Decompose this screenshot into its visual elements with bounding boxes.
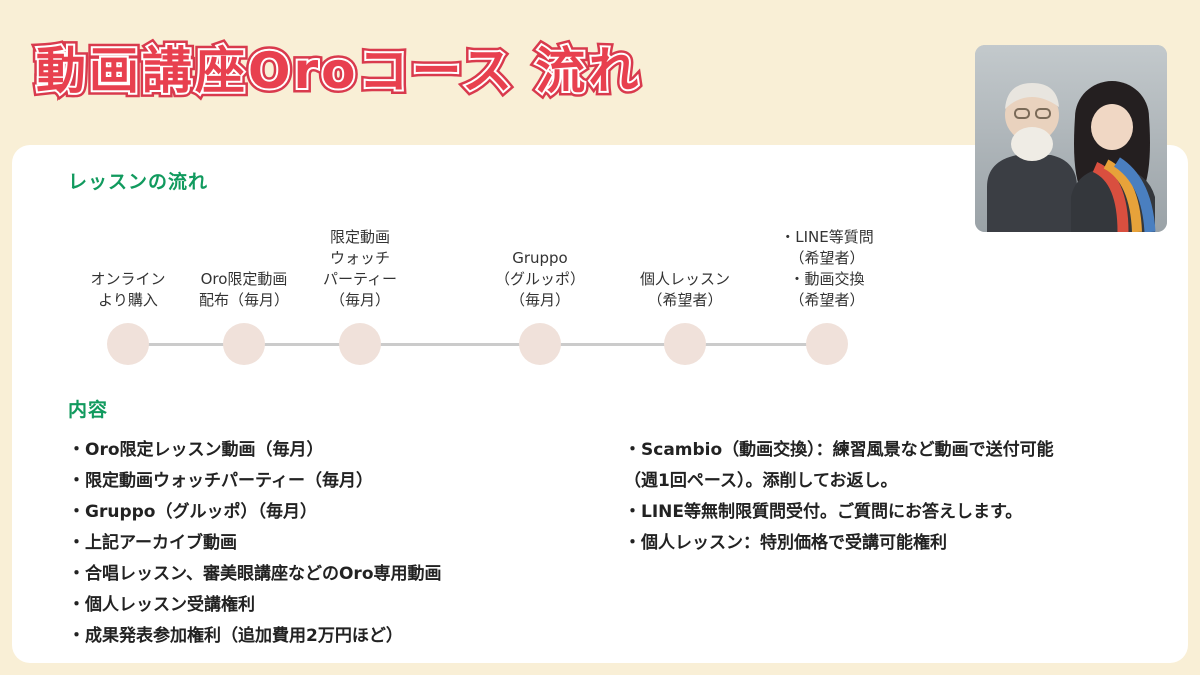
- timeline-dot: [223, 323, 265, 365]
- timeline-dot: [519, 323, 561, 365]
- page-title: 動画講座Oroコース 流れ 動画講座Oroコース 流れ 動画講座Oroコース 流…: [31, 39, 642, 103]
- content-item: ・上記アーカイブ動画: [68, 533, 237, 553]
- timeline-step-video-distribution: Oro限定動画 配布（毎月）: [159, 269, 329, 365]
- lesson-flow-heading: レッスンの流れ: [68, 171, 209, 193]
- timeline-dot: [806, 323, 848, 365]
- content-item: ・限定動画ウォッチパーティー（毎月）: [68, 471, 373, 491]
- timeline-step-label: Gruppo （グルッポ） （毎月）: [494, 249, 585, 309]
- content-item: ・成果発表参加権利（追加費用2万円ほど）: [68, 626, 403, 646]
- man-figure: [987, 83, 1077, 232]
- woman-figure: [1071, 81, 1156, 232]
- timeline-step-private-lesson: 個人レッスン （希望者）: [600, 269, 770, 365]
- content-list-left: ・Oro限定レッスン動画（毎月） ・限定動画ウォッチパーティー（毎月） ・Gru…: [68, 435, 620, 652]
- timeline-dot: [339, 323, 381, 365]
- lesson-timeline: オンライン より購入 Oro限定動画 配布（毎月） 限定動画 ウォッチ パーティ…: [12, 203, 1188, 365]
- timeline-step-label: 限定動画 ウォッチ パーティー （毎月）: [322, 228, 398, 309]
- timeline-step-watch-party: 限定動画 ウォッチ パーティー （毎月）: [275, 227, 445, 365]
- content-item: ・合唱レッスン、審美眼講座などのOro専用動画: [68, 564, 442, 584]
- content-item: （週1回ペース）。添削してお返し。: [624, 471, 898, 491]
- content-item: ・Gruppo（グルッポ）（毎月）: [68, 502, 317, 522]
- content-item: ・Oro限定レッスン動画（毎月）: [68, 440, 324, 460]
- page-title-outline: 動画講座Oroコース 流れ: [31, 39, 642, 103]
- page-title-text: 動画講座Oroコース 流れ: [36, 42, 642, 100]
- instructors-photo: [975, 45, 1167, 232]
- timeline-step-label: オンライン より購入: [90, 270, 166, 309]
- timeline-step-label: 個人レッスン （希望者）: [639, 270, 730, 309]
- page-title-inline: 動画講座Oroコース 流れ: [34, 42, 642, 101]
- content-item: ・個人レッスン受講権利: [68, 595, 255, 615]
- timeline-step-line-exchange: ・LINE等質問 （希望者） ・動画交換 （希望者）: [742, 227, 912, 365]
- timeline-step-gruppo: Gruppo （グルッポ） （毎月）: [455, 248, 625, 365]
- content-columns: ・Oro限定レッスン動画（毎月） ・限定動画ウォッチパーティー（毎月） ・Gru…: [68, 435, 1152, 652]
- content-item: ・個人レッスン：特別価格で受講可能権利: [624, 533, 947, 553]
- timeline-dot: [107, 323, 149, 365]
- timeline-step-label: ・LINE等質問 （希望者） ・動画交換 （希望者）: [780, 228, 874, 309]
- content-panel: レッスンの流れ オンライン より購入 Oro限定動画 配布（毎月） 限定動画 ウ…: [12, 145, 1188, 663]
- instructors-photo-graphic: [975, 45, 1167, 232]
- content-item: ・LINE等無制限質問受付。ご質問にお答えします。: [624, 502, 1023, 522]
- timeline-connector: [128, 343, 827, 346]
- timeline-step-purchase: オンライン より購入: [43, 269, 213, 365]
- timeline-dot: [664, 323, 706, 365]
- timeline-step-label: Oro限定動画 配布（毎月）: [198, 270, 289, 309]
- content-item: ・Scambio（動画交換）：練習風景など動画で送付可能: [624, 440, 1054, 460]
- content-heading: 内容: [68, 399, 109, 421]
- content-list-right: ・Scambio（動画交換）：練習風景など動画で送付可能 （週1回ペース）。添削…: [620, 435, 1152, 652]
